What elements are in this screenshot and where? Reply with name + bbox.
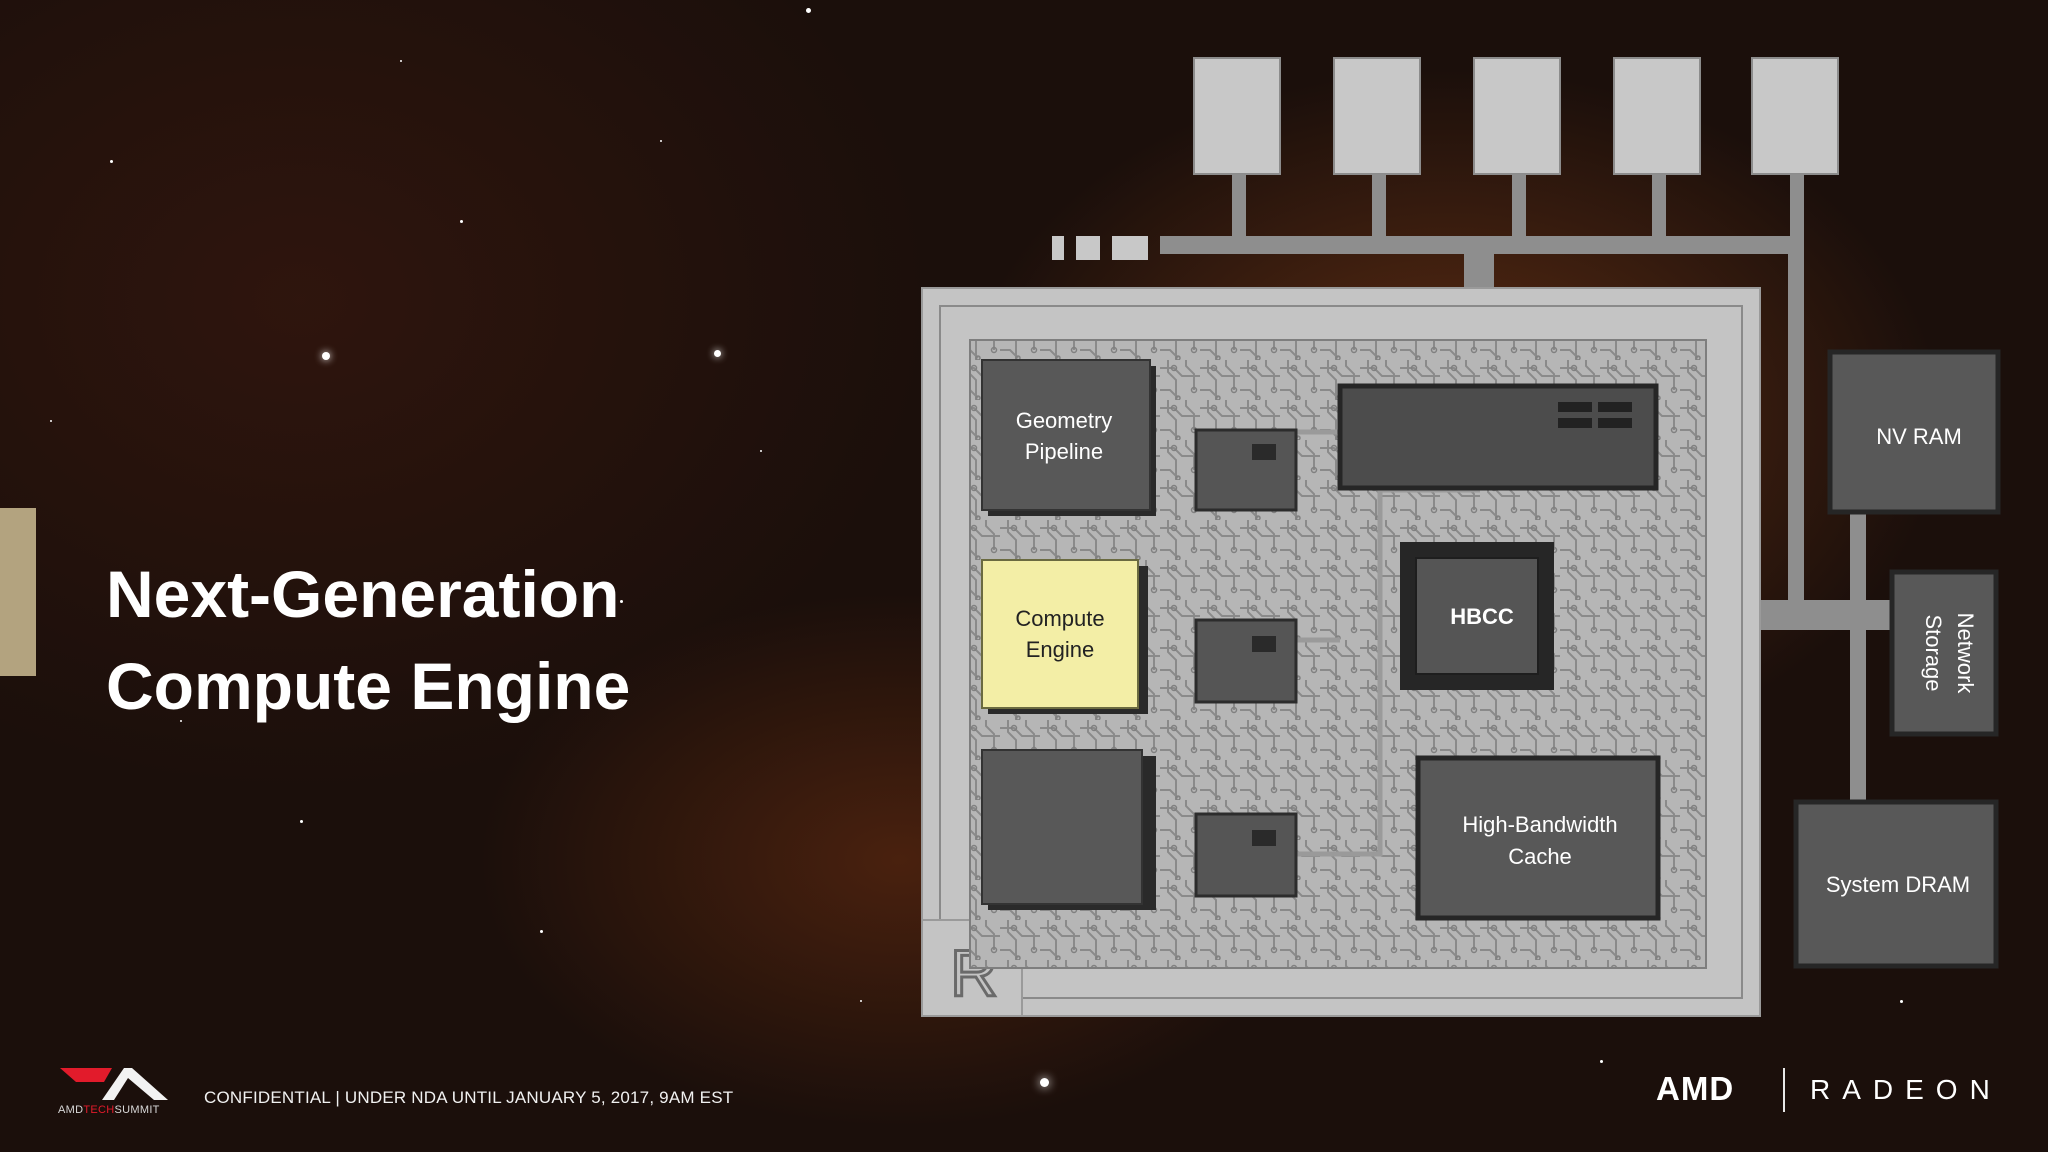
star xyxy=(1040,1078,1049,1087)
high-bandwidth-cache-label-1: High-Bandwidth xyxy=(1462,812,1617,837)
star xyxy=(620,600,623,603)
memory-module-2 xyxy=(1333,57,1421,175)
title-line-2: Compute Engine xyxy=(106,649,631,723)
controller-slot-2 xyxy=(1598,402,1632,412)
network-storage-label-2: Storage xyxy=(1921,614,1946,691)
star xyxy=(760,450,762,452)
star xyxy=(50,420,52,422)
compute-engine-label-2: Engine xyxy=(1026,637,1095,662)
engine-block-3 xyxy=(981,749,1143,905)
summit-wordmark: AMDTECHSUMMIT xyxy=(58,1104,160,1116)
memory-module-1 xyxy=(1193,57,1281,175)
star xyxy=(180,720,182,722)
network-storage-block xyxy=(1889,569,1999,737)
connector-block-3-slot xyxy=(1252,830,1276,846)
hbcc-block xyxy=(1415,557,1539,675)
memory-modules xyxy=(1193,57,1839,175)
star xyxy=(322,352,330,360)
connector-block-1-slot xyxy=(1252,444,1276,460)
network-storage-label-1: Network xyxy=(1953,613,1978,695)
connector-block-1 xyxy=(1194,428,1298,512)
title-line-1: Next-Generation xyxy=(106,557,620,631)
compute-engine-block xyxy=(981,559,1139,709)
amd-logo: AMD xyxy=(1656,1070,1735,1107)
controller-slot-4 xyxy=(1598,418,1632,428)
radeon-logo: RADEON xyxy=(1810,1074,2002,1105)
connector-block-2 xyxy=(1194,618,1298,704)
star xyxy=(860,1000,862,1002)
system-dram-label: System DRAM xyxy=(1826,872,1970,897)
star xyxy=(1600,1060,1603,1063)
memory-module-5 xyxy=(1751,57,1839,175)
star xyxy=(460,220,463,223)
nv-ram-block xyxy=(1827,349,2001,515)
system-dram-block xyxy=(1793,799,1999,969)
hbcc-label: HBCC xyxy=(1450,604,1514,629)
bus-stub-1 xyxy=(1052,236,1064,260)
star xyxy=(540,930,543,933)
compute-engine-label-1: Compute xyxy=(1015,606,1104,631)
slide-title: Next-Generation Compute Engine xyxy=(106,548,630,732)
accent-bar xyxy=(0,508,36,676)
memory-module-3 xyxy=(1473,57,1561,175)
star xyxy=(714,350,721,357)
controller-slot-1 xyxy=(1558,402,1592,412)
star xyxy=(660,140,662,142)
star xyxy=(400,60,402,62)
controller-slot-3 xyxy=(1558,418,1592,428)
bus-stub-2 xyxy=(1076,236,1100,260)
star xyxy=(300,820,303,823)
star xyxy=(1900,1000,1903,1003)
high-bandwidth-cache-label-2: Cache xyxy=(1508,844,1572,869)
package-inner xyxy=(939,305,1743,999)
amd-tech-summit-logo xyxy=(60,1068,168,1100)
high-bandwidth-cache-block xyxy=(1415,755,1661,921)
geometry-pipeline-block xyxy=(981,359,1151,511)
connector-block-3 xyxy=(1194,812,1298,898)
geometry-pipeline-label-2: Pipeline xyxy=(1025,439,1103,464)
logo-divider xyxy=(1783,1068,1785,1112)
nv-ram-label: NV RAM xyxy=(1876,424,1962,449)
confidential-notice: CONFIDENTIAL | UNDER NDA UNTIL JANUARY 5… xyxy=(204,1088,734,1107)
geometry-pipeline-label-1: Geometry xyxy=(1016,408,1113,433)
bus-stub-3 xyxy=(1112,236,1148,260)
star xyxy=(110,160,113,163)
star xyxy=(806,8,811,13)
controller-block xyxy=(1337,383,1659,491)
connector-block-2-slot xyxy=(1252,636,1276,652)
memory-module-4 xyxy=(1613,57,1701,175)
